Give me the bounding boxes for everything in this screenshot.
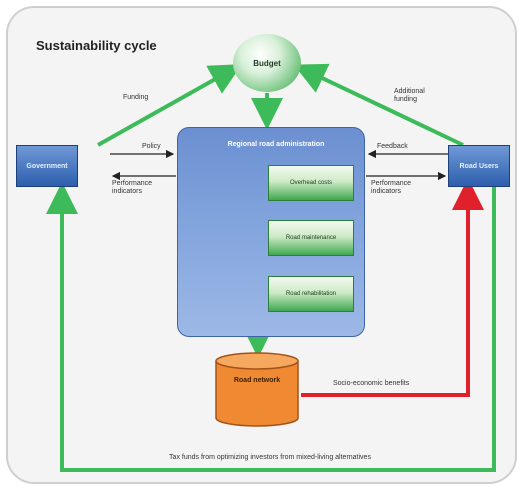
road-users-box: Road Users <box>448 145 510 187</box>
road-maintenance-box: Road maintenance <box>268 220 354 256</box>
road-network-cylinder <box>215 352 299 427</box>
performance-right-label: Performance indicators <box>371 180 412 195</box>
socio-economic-arrow <box>301 178 484 397</box>
additional-funding-arrow <box>293 63 464 147</box>
budget-node: Budget <box>233 34 301 92</box>
performance-left-label: Performance indicators <box>112 180 153 195</box>
diagram-title: Sustainability cycle <box>36 38 157 53</box>
tax-funds-loop <box>46 182 496 472</box>
road-rehabilitation-box: Road rehabilitation <box>268 276 354 312</box>
overhead-costs-box: Overhead costs <box>268 165 354 201</box>
funding-arrow <box>97 64 242 147</box>
road-administration-title: Regional road administration <box>227 141 325 148</box>
socio-economic-label: Socio-economic benefits <box>333 380 410 387</box>
tax-funds-label: Tax funds from optimizing investors from… <box>169 454 371 461</box>
policy-label: Policy <box>142 143 161 150</box>
additional-funding-label: Additional funding <box>394 88 425 103</box>
road-network-label: Road network <box>233 377 281 384</box>
funding-label: Funding <box>123 94 149 101</box>
feedback-label: Feedback <box>377 143 408 150</box>
government-box: Government <box>16 145 78 187</box>
